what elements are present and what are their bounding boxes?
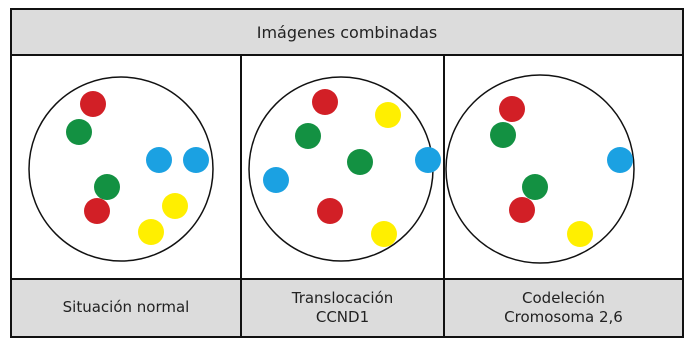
cell-outline <box>445 74 635 264</box>
yellow-signal-dot <box>375 102 401 128</box>
blue-signal-dot <box>263 167 289 193</box>
yellow-signal-dot <box>138 219 164 245</box>
yellow-signal-dot <box>567 221 593 247</box>
header-title: Imágenes combinadas <box>256 22 438 42</box>
red-signal-dot <box>499 96 525 122</box>
green-signal-dot <box>295 123 321 149</box>
panel-normal <box>12 56 240 278</box>
blue-signal-dot <box>607 147 633 173</box>
green-signal-dot <box>522 174 548 200</box>
cell-outline <box>28 76 214 262</box>
green-signal-dot <box>66 119 92 145</box>
blue-signal-dot <box>415 147 441 173</box>
table-header: Imágenes combinadas <box>10 8 684 54</box>
red-signal-dot <box>84 198 110 224</box>
cell-diagram-normal <box>28 76 214 262</box>
green-signal-dot <box>94 174 120 200</box>
panel-codeletion <box>443 56 682 278</box>
cell-diagram-translocation <box>248 76 441 262</box>
cell-diagram-codeletion <box>445 74 635 264</box>
yellow-signal-dot <box>371 221 397 247</box>
label-row: Situación normal Translocación CCND1 Cod… <box>10 280 684 338</box>
red-signal-dot <box>312 89 338 115</box>
blue-signal-dot <box>183 147 209 173</box>
blue-signal-dot <box>146 147 172 173</box>
fish-image-table: Imágenes combinadas Situación normal Tra… <box>10 8 684 338</box>
yellow-signal-dot <box>162 193 188 219</box>
red-signal-dot <box>80 91 106 117</box>
red-signal-dot <box>317 198 343 224</box>
panel-translocation <box>240 56 443 278</box>
label-translocation: Translocación CCND1 <box>240 280 443 336</box>
label-codeletion: Codeleción Cromosoma 2,6 <box>443 280 682 336</box>
red-signal-dot <box>509 197 535 223</box>
green-signal-dot <box>347 149 373 175</box>
label-normal: Situación normal <box>62 298 190 317</box>
image-panels <box>10 54 684 280</box>
green-signal-dot <box>490 122 516 148</box>
